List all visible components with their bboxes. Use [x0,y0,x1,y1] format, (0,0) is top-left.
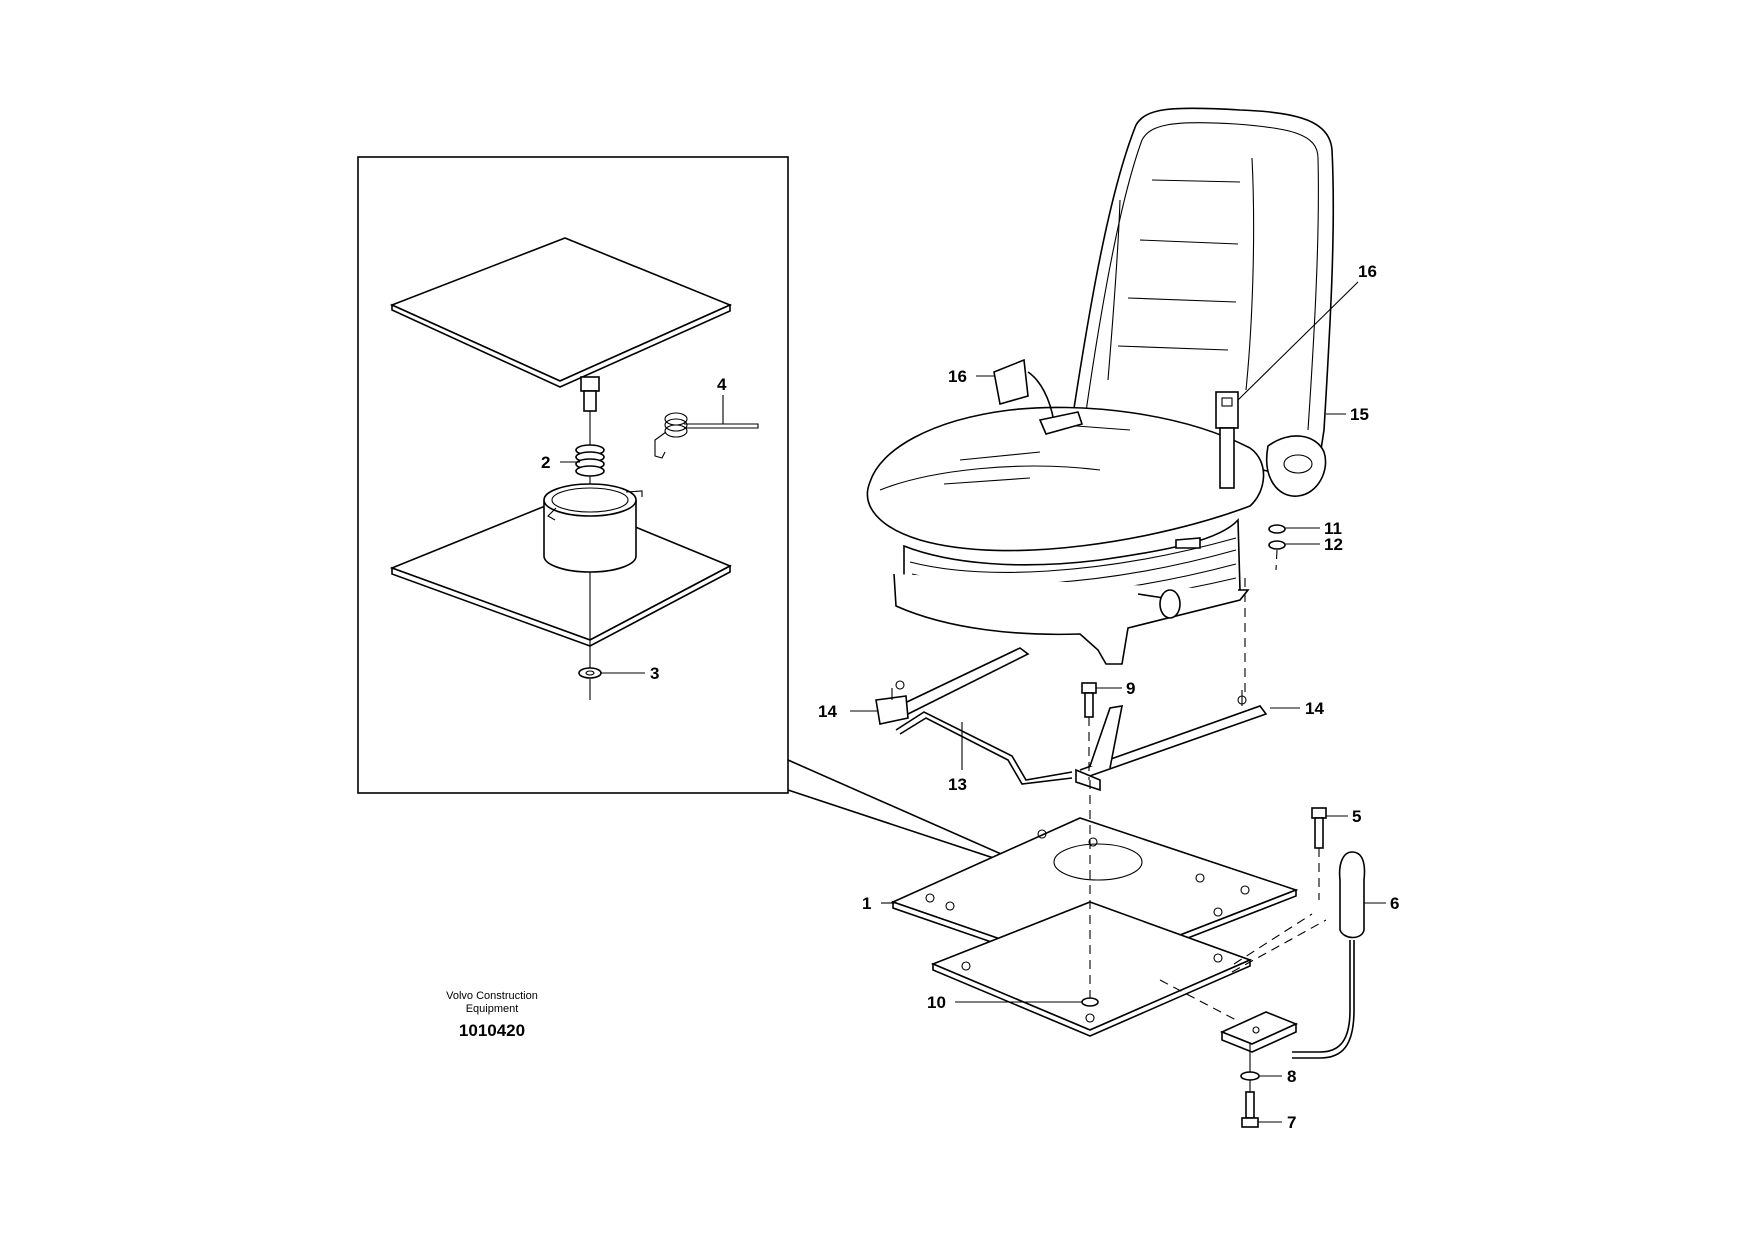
pivot-pin-shaft [583,390,597,412]
belt-buckle [1038,411,1084,435]
callout-leaders [560,281,1386,1123]
washer [578,667,602,679]
callout-14-left: 14 [818,702,837,721]
slide-rails [875,647,1268,792]
callout-14-right: 14 [1305,699,1324,718]
adjuster-bar [895,711,1073,781]
callout-2: 2 [541,453,550,472]
callout-5: 5 [1352,807,1361,826]
callout-16-left: 16 [948,367,967,386]
washer-12 [1268,540,1286,550]
nut-11 [1268,524,1286,534]
rail-left [885,647,1030,721]
credit-line-1: Volvo Construction [446,990,538,1002]
rail-right [1079,705,1268,779]
upper-plate [389,237,733,382]
callout-6: 6 [1390,894,1399,913]
belt-latch [1215,391,1239,429]
base-plate [890,780,1327,1037]
callout-8: 8 [1287,1067,1296,1086]
callout-3: 3 [650,664,659,683]
seat-cushion [866,406,1265,552]
callout-13: 13 [948,775,967,794]
bolt-7 [1241,1091,1259,1128]
detail-inset [357,156,789,794]
belt-anchor [993,358,1029,406]
upper-plate-edge [391,303,731,388]
seat-belt [1027,371,1055,423]
credit-line-2: Equipment [466,1003,519,1015]
drawing-number: 1010420 [459,1021,525,1040]
coil-spring [575,444,605,477]
lever-6 [1219,851,1366,1072]
callout-1: 1 [862,894,871,913]
callout-11: 11 [1324,519,1342,538]
bolt-5 [1311,807,1327,900]
sleeve-cylinder [543,483,643,573]
adjust-knob [1265,435,1327,497]
height-knob [1159,589,1181,619]
callout-12: 12 [1324,535,1343,554]
callout-7: 7 [1287,1113,1296,1132]
torsion-spring [654,412,759,459]
callout-4: 4 [717,375,727,394]
callout-15: 15 [1350,405,1369,424]
callout-16-right: 16 [1358,262,1377,281]
washer-10 [1081,997,1099,1007]
callout-9: 9 [1126,679,1135,698]
inset-frame [357,156,789,794]
callout-10: 10 [927,993,946,1012]
seat-assembly [866,107,1335,665]
washer-8 [1240,1071,1260,1081]
pivot-pin [580,376,600,392]
